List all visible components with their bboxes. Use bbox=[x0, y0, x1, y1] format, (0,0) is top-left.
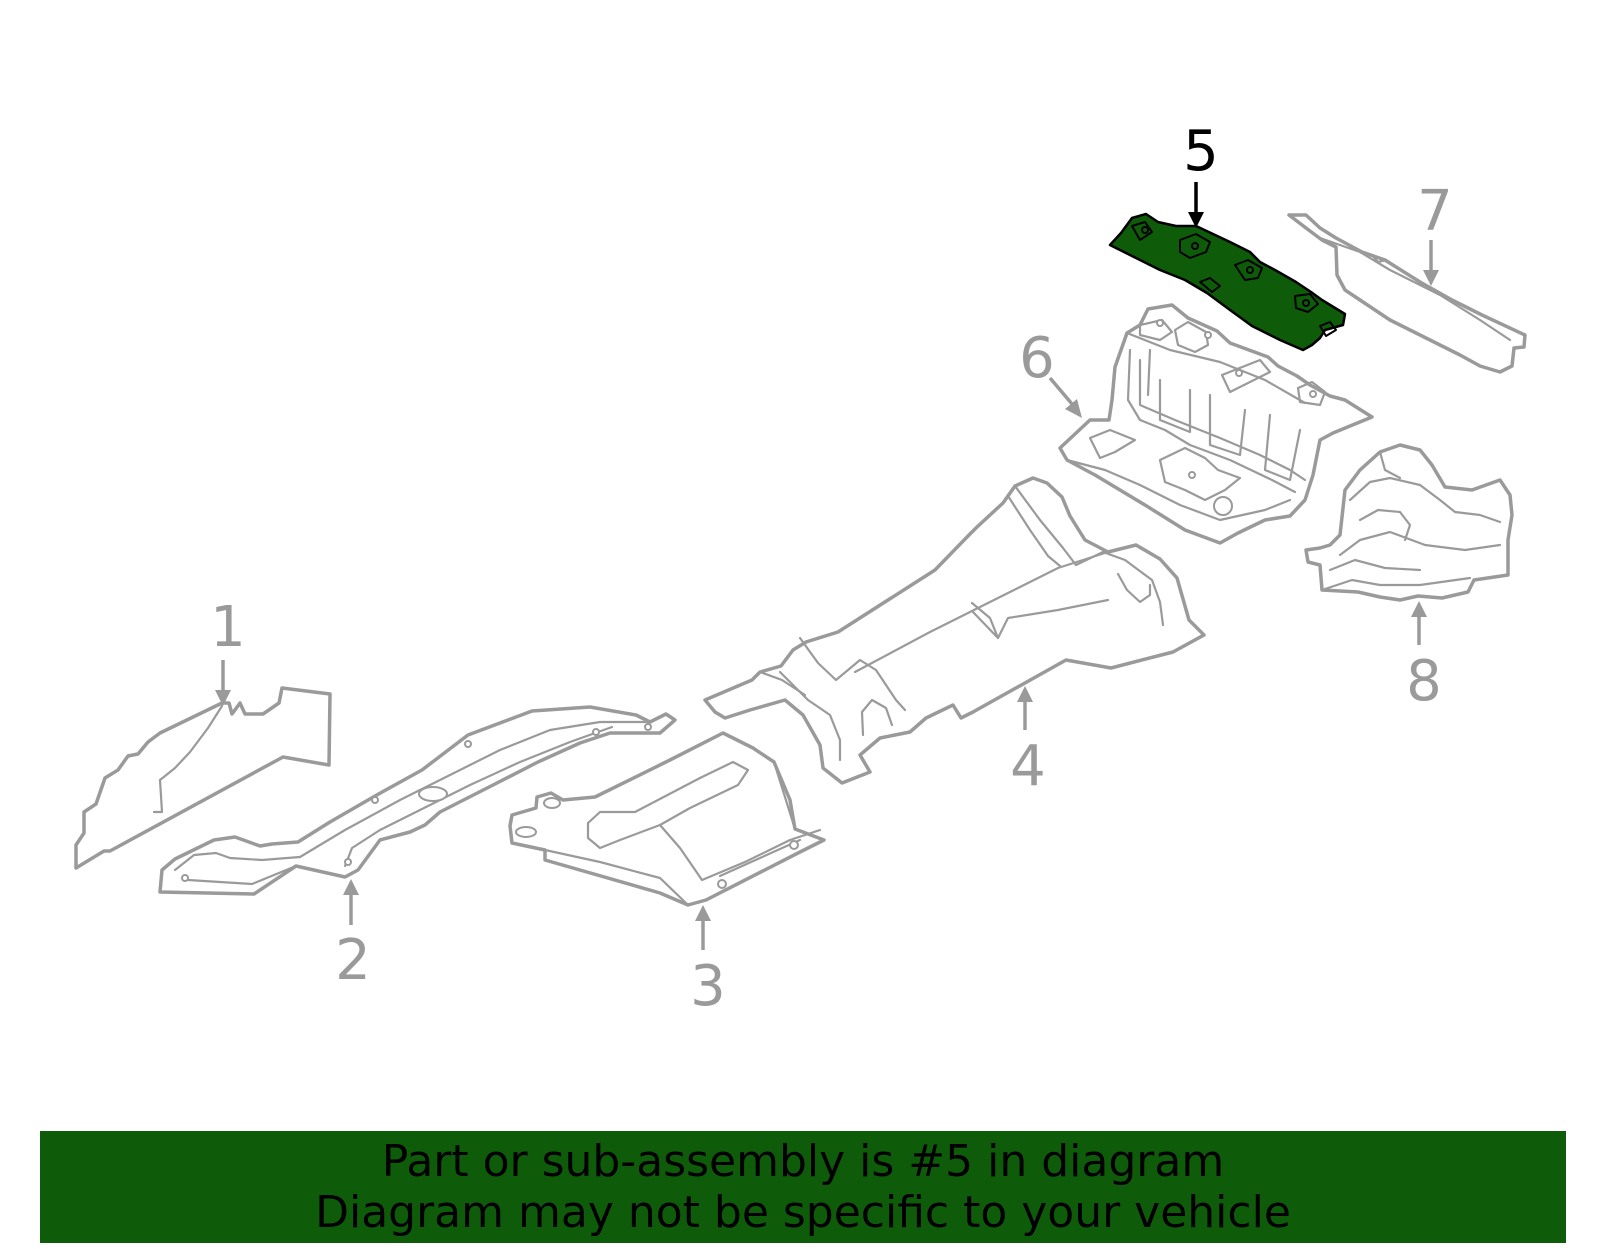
banner-line-2: Diagram may not be specific to your vehi… bbox=[315, 1187, 1291, 1238]
callout-4: 4 bbox=[1010, 686, 1046, 799]
callout-8: 8 bbox=[1406, 601, 1442, 714]
callout-7: 7 bbox=[1417, 179, 1453, 286]
callout-label: 7 bbox=[1417, 179, 1453, 244]
banner-line-1: Part or sub-assembly is #5 in diagram bbox=[381, 1136, 1225, 1187]
callout-1: 1 bbox=[210, 595, 246, 706]
callout-label: 2 bbox=[335, 928, 371, 993]
part-8-corner-shield[interactable] bbox=[1304, 443, 1514, 602]
callout-label: 8 bbox=[1406, 649, 1442, 714]
callout-label: 4 bbox=[1010, 734, 1046, 799]
part-2-side-shield[interactable] bbox=[158, 705, 677, 896]
callout-label: 5 bbox=[1183, 119, 1219, 184]
part-4-tunnel-shield[interactable] bbox=[703, 476, 1206, 785]
callout-2: 2 bbox=[335, 879, 371, 993]
callout-label: 1 bbox=[210, 595, 246, 660]
part-3-floor-shield[interactable] bbox=[508, 731, 826, 907]
part-1-heat-shield[interactable] bbox=[74, 686, 332, 870]
part-5-highlighted-shield[interactable] bbox=[1108, 212, 1347, 352]
info-banner: Part or sub-assembly is #5 in diagram Di… bbox=[40, 1131, 1566, 1243]
part-6-rear-floor-shield[interactable] bbox=[1058, 303, 1374, 545]
callout-5: 5 bbox=[1183, 119, 1219, 228]
part-7-upper-shield[interactable] bbox=[1287, 213, 1527, 374]
callout-3: 3 bbox=[690, 905, 726, 1019]
callout-label: 3 bbox=[690, 954, 726, 1019]
callout-6: 6 bbox=[1019, 326, 1082, 418]
callout-label: 6 bbox=[1019, 326, 1055, 391]
